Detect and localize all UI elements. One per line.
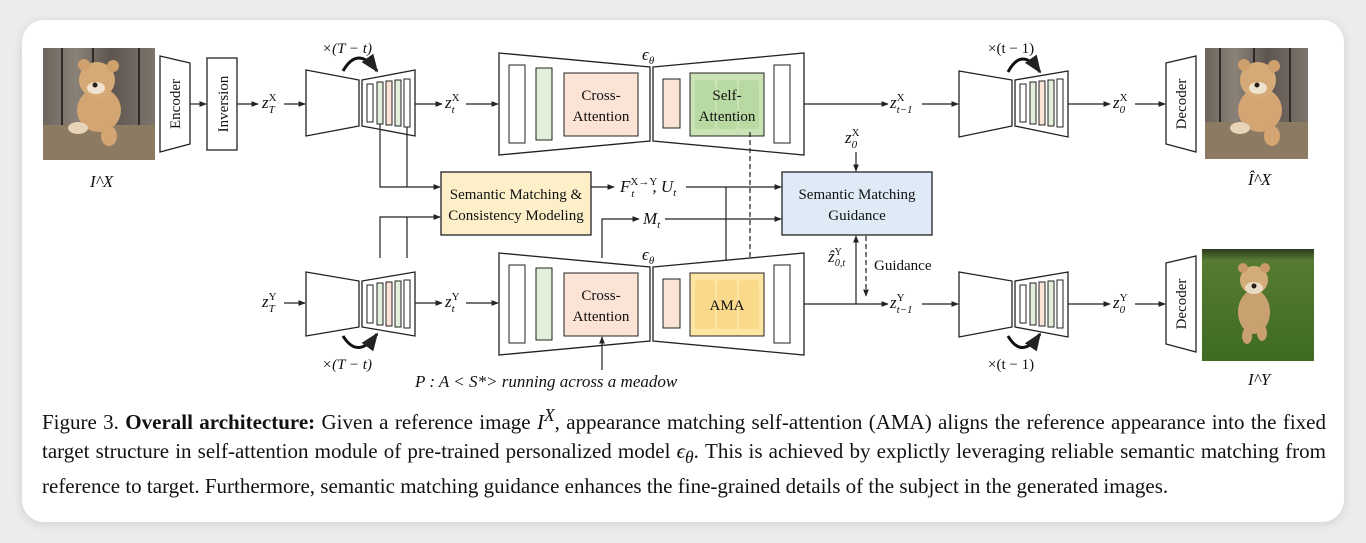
svg-text:Attention: Attention xyxy=(573,109,630,125)
unet-small-bottom-left: ×(T − t) xyxy=(305,271,416,373)
figure-caption: Figure 3. Overall architecture: Given a … xyxy=(42,401,1326,501)
svg-text:Attention: Attention xyxy=(699,109,756,125)
cross-attention-top: Cross- Attention xyxy=(563,72,639,137)
decoder-bottom-block: Decoder xyxy=(1165,255,1197,353)
caption-text-2: , appearance matching self-attention (AM… xyxy=(42,410,1326,463)
svg-text:Cross-: Cross- xyxy=(581,288,620,304)
guidance-label: Guidance xyxy=(874,258,932,274)
semantic-matching-consistency-block: Semantic Matching & Consistency Modeling xyxy=(440,171,592,236)
svg-text:Self-: Self- xyxy=(712,88,741,104)
epsilon-theta-top: ϵθ xyxy=(642,45,655,67)
unet-bottom: ϵθ Cross- Attention AMA xyxy=(498,245,805,356)
svg-text:Semantic Matching: Semantic Matching xyxy=(798,187,916,203)
caption-model-symbol: ϵ xyxy=(676,439,686,463)
semantic-matching-guidance-block: Semantic Matching Guidance xyxy=(781,171,933,236)
svg-text:Guidance: Guidance xyxy=(828,208,886,224)
unet-top: ϵθ Cross- Attention Self- Attention xyxy=(498,45,805,156)
cross-attention-bottom: Cross- Attention xyxy=(563,272,639,337)
output-reference-image xyxy=(1205,48,1308,159)
caption-label: Figure 3. xyxy=(42,410,119,434)
self-attention-block: Self- Attention xyxy=(689,72,765,137)
repeat-t-minus-1-top: ×(t − 1) xyxy=(988,41,1034,57)
repeat-T-minus-t-bottom: ×(T − t) xyxy=(322,357,372,373)
output-target-image xyxy=(1202,249,1314,361)
svg-text:Semantic Matching &: Semantic Matching & xyxy=(450,187,583,203)
svg-text:Decoder: Decoder xyxy=(1174,79,1190,130)
caption-text-1: Given a reference image xyxy=(321,410,531,434)
decoder-top-block: Decoder xyxy=(1165,55,1197,153)
mask-label: Mt xyxy=(642,209,661,231)
encoder-block: Encoder xyxy=(159,55,191,153)
output-target-label: I^Y xyxy=(1247,370,1272,389)
repeat-T-minus-t-top: ×(T − t) xyxy=(322,41,372,57)
ama-block: AMA xyxy=(689,272,765,337)
output-reference-label: Î^X xyxy=(1247,170,1272,189)
svg-text:Consistency Modeling: Consistency Modeling xyxy=(448,208,584,224)
repeat-t-minus-1-bottom: ×(t − 1) xyxy=(988,357,1034,373)
unet-small-bottom-right: ×(t − 1) xyxy=(958,271,1069,373)
svg-text:AMA: AMA xyxy=(709,298,744,314)
prompt-label: P : A < S*> running across a meadow xyxy=(414,372,678,391)
caption-title: Overall architecture: xyxy=(125,410,316,434)
caption-model-sub: θ xyxy=(685,447,694,468)
caption-ref-sup: X xyxy=(543,405,555,425)
svg-text:Cross-: Cross- xyxy=(581,88,620,104)
input-reference-image xyxy=(43,48,155,160)
svg-text:Attention: Attention xyxy=(573,309,630,325)
svg-text:Encoder: Encoder xyxy=(168,79,184,129)
input-reference-label: I^X xyxy=(89,172,114,191)
svg-text:Inversion: Inversion xyxy=(216,75,232,132)
unet-small-top-left: ×(T − t) xyxy=(305,41,416,137)
unet-small-top-right: ×(t − 1) xyxy=(958,41,1069,138)
caption-text-3: . This is achieved by explictly leveragi… xyxy=(42,439,1326,499)
caption-ref-symbol: I xyxy=(536,410,544,434)
svg-text:Decoder: Decoder xyxy=(1174,279,1190,330)
epsilon-theta-bottom: ϵθ xyxy=(642,245,655,267)
inversion-block: Inversion xyxy=(206,57,238,151)
